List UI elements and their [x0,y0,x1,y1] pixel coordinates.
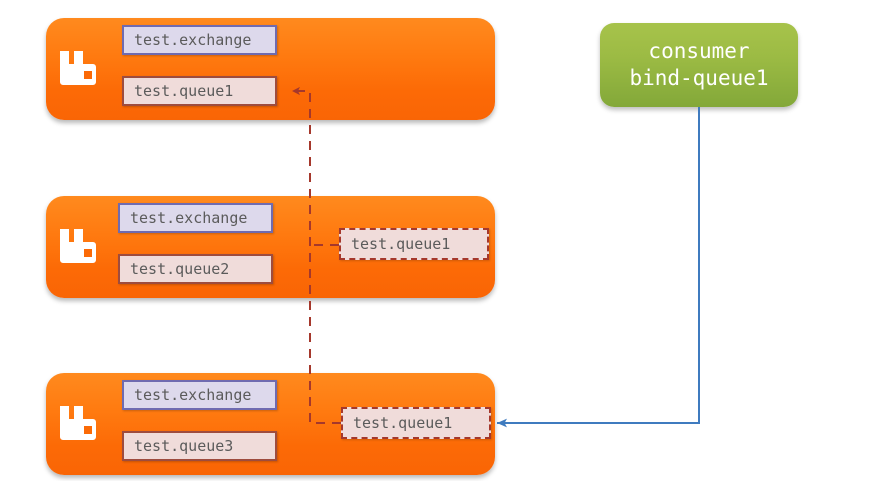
exchange-label: test.exchange [130,209,248,227]
exchange-box: test.exchange [118,203,273,233]
exchange-label: test.exchange [134,31,252,49]
consumer-line-1: consumer [648,39,750,64]
consumer-line-2: bind-queue1 [629,66,769,90]
mirror-queue-label: test.queue1 [351,235,451,253]
rabbitmq-node-2: test.exchange test.queue2 test.queue1 [46,196,495,298]
rabbitmq-node-1: test.exchange test.queue1 [46,18,495,120]
mirror-queue-box: test.queue1 [339,228,489,260]
rabbitmq-logo-icon [60,406,96,440]
exchange-label: test.exchange [134,386,252,404]
rabbitmq-logo-icon [60,229,96,263]
exchange-box: test.exchange [122,25,277,55]
mirror-queue-label: test.queue1 [353,414,453,432]
queue-box: test.queue3 [122,431,277,461]
consumer-link [497,107,700,428]
rabbitmq-node-3: test.exchange test.queue3 test.queue1 [46,373,495,475]
queue-label: test.queue2 [130,260,230,278]
queue-box: test.queue1 [122,76,277,106]
mirror-queue-box: test.queue1 [341,407,491,439]
queue-label: test.queue1 [134,82,234,100]
rabbitmq-logo-icon [60,51,96,85]
queue-box: test.queue2 [118,254,273,284]
queue-label: test.queue3 [134,437,234,455]
exchange-box: test.exchange [122,380,277,410]
consumer-box: consumer bind-queue1 [600,23,798,107]
